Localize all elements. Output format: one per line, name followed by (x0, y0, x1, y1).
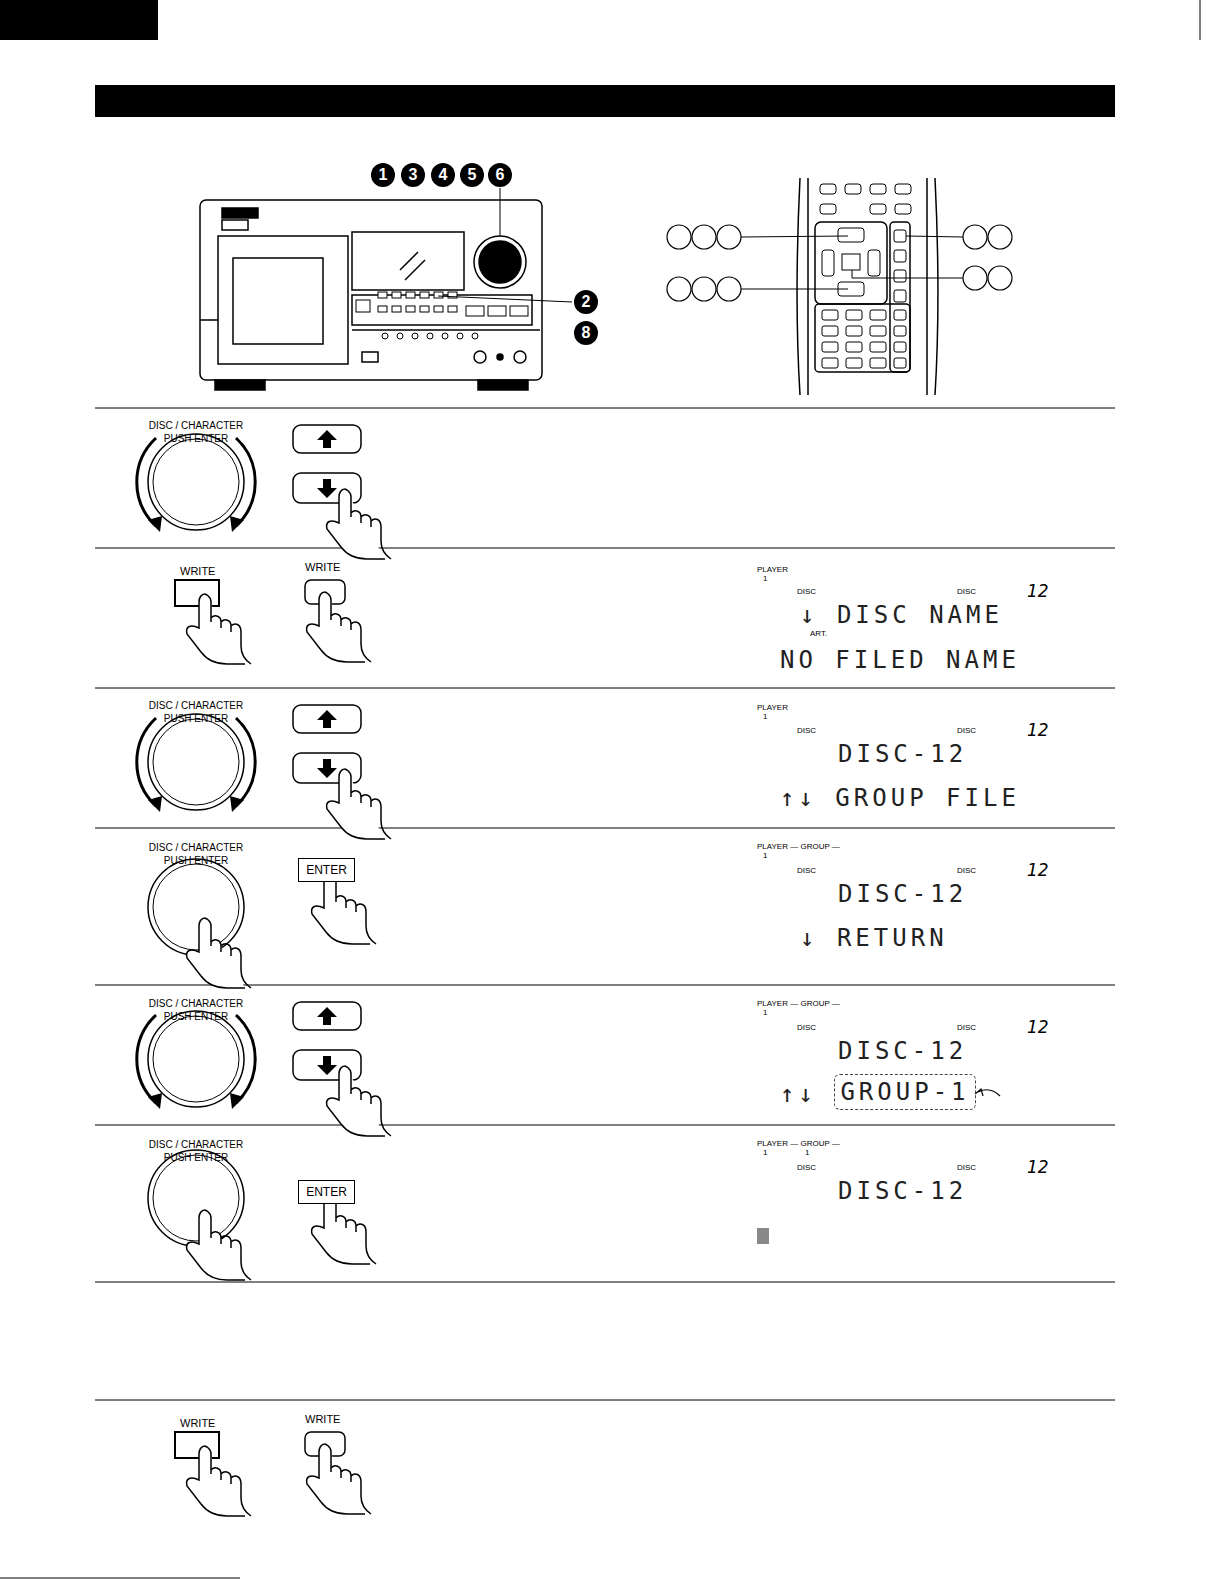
callout-number: 6 (488, 163, 512, 187)
display-text: DISC-12 (838, 1178, 967, 1204)
indicator: DISC (797, 1164, 816, 1173)
indicator: DISC (797, 727, 816, 736)
indicator: 1 (763, 1149, 767, 1158)
indicator: 1 (763, 713, 767, 722)
callout-number: 1 (371, 163, 395, 187)
callout-number: 8 (574, 321, 598, 345)
callout-number: 4 (431, 163, 455, 187)
indicator: DISC (797, 1024, 816, 1033)
callout-number: 2 (574, 290, 598, 314)
highlight-frame: GROUP-1 (834, 1074, 976, 1110)
indicator: DISC (957, 588, 976, 597)
display-text: ↓ DISC NAME (800, 602, 1003, 628)
node-text: ENTER (306, 1185, 347, 1199)
node-text: GROUP-1 (840, 1078, 969, 1106)
indicator: PLAYER (757, 704, 788, 713)
indicator: 1 (805, 1149, 809, 1158)
button-label: WRITE (305, 1413, 340, 1425)
disc-number: 12 (1027, 861, 1049, 880)
callout-number: 3 (401, 163, 425, 187)
indicator: DISC (797, 867, 816, 876)
knob-label: DISC / CHARACTER PUSH ENTER (136, 998, 256, 1023)
knob-label: DISC / CHARACTER PUSH ENTER (136, 842, 256, 867)
display-text: ↑↓ GROUP FILE (780, 785, 1020, 811)
knob-label: DISC / CHARACTER PUSH ENTER (136, 700, 256, 725)
disc-number: 12 (1027, 1158, 1049, 1177)
indicator: DISC (957, 867, 976, 876)
node-text: ENTER (306, 863, 347, 877)
indicator: DISC (957, 1164, 976, 1173)
display-text: NO FILED NAME (780, 647, 1020, 673)
indicator: 1 (763, 852, 767, 861)
indicator: PLAYER (757, 566, 788, 575)
indicator: 1 (763, 575, 767, 584)
knob-label: DISC / CHARACTER PUSH ENTER (136, 420, 256, 445)
button-box: ENTER (298, 1180, 355, 1204)
display-text: ↓ RETURN (800, 925, 948, 951)
display-text: ↑↓ (780, 1081, 817, 1107)
display-text: DISC-12 (838, 741, 967, 767)
indicator: DISC (957, 1024, 976, 1033)
indicator: DISC (957, 727, 976, 736)
knob-label: DISC / CHARACTER PUSH ENTER (136, 1139, 256, 1164)
indicator: PLAYER — GROUP — (757, 1140, 840, 1149)
button-label: WRITE (180, 1417, 215, 1429)
button-label: WRITE (305, 561, 340, 573)
indicator: ART. (810, 630, 827, 639)
disc-number: 12 (1027, 721, 1049, 740)
callout-number: 5 (460, 163, 484, 187)
indicator: 1 (763, 1009, 767, 1018)
button-box: ENTER (298, 858, 355, 882)
button-label: WRITE (180, 565, 215, 577)
disc-number: 12 (1027, 582, 1049, 601)
indicator: PLAYER — GROUP — (757, 843, 840, 852)
indicator: PLAYER — GROUP — (757, 1000, 840, 1009)
display-text: DISC-12 (838, 1038, 967, 1064)
disc-number: 12 (1027, 1018, 1049, 1037)
indicator: DISC (797, 588, 816, 597)
display-text: DISC-12 (838, 881, 967, 907)
